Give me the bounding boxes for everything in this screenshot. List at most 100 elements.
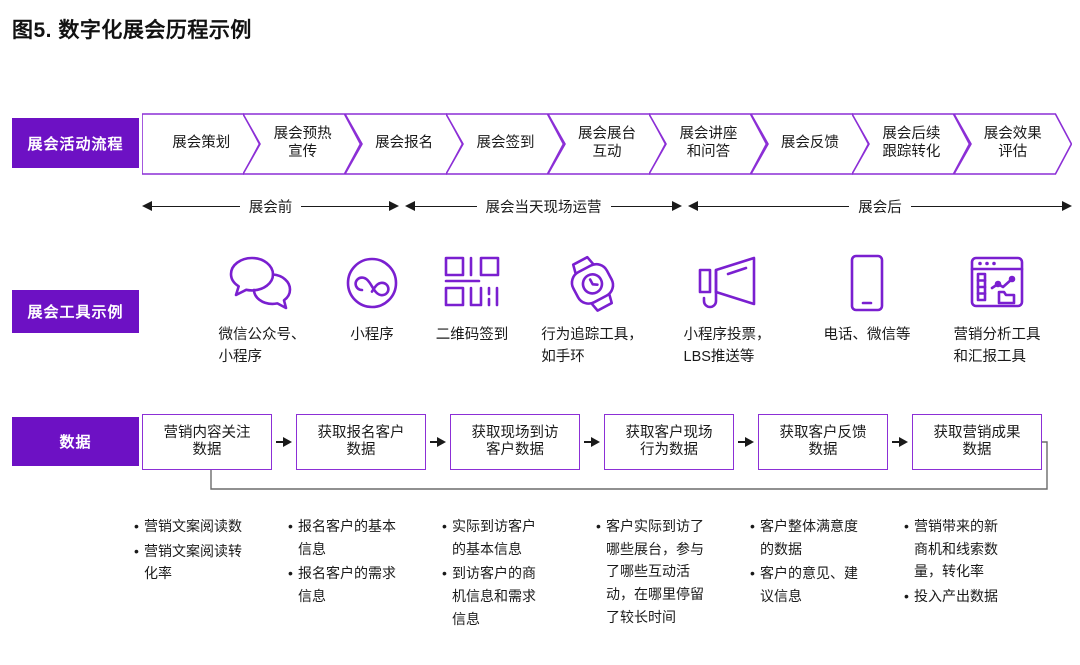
bullet-dot-icon: •: [288, 518, 293, 534]
bullet-dot-icon: •: [904, 518, 909, 534]
bullet-dot-icon: •: [134, 518, 139, 534]
bullet-item: • 到访客户的商 机信息和需求 信息: [442, 562, 594, 630]
bullet-item: • 客户实际到访了 哪些展台，参与 了哪些互动活 动，在哪里停留 了较长时间: [596, 515, 748, 628]
tool-item-7: 营销分析工具 和汇报工具: [922, 252, 1072, 369]
tool-label: 行为追踪工具， 如手环: [541, 327, 643, 366]
bullet-dot-icon: •: [750, 565, 755, 582]
bullet-item: • 客户整体满意度 的数据: [750, 515, 902, 560]
process-step-7[interactable]: 展会反馈: [750, 113, 870, 175]
bullet-text: 到访客户的商 机信息和需求 信息: [452, 565, 536, 627]
phase-line: [301, 205, 389, 207]
bullet-item: • 实际到访客户 的基本信息: [442, 515, 594, 560]
process-step-label: 展会效果 评估: [983, 126, 1042, 160]
row-label-tools: 展会工具示例: [12, 290, 139, 333]
arrow-left-icon: [405, 201, 415, 211]
bullet-dot-icon: •: [442, 518, 447, 534]
chevron-shape: [953, 113, 1072, 175]
bullet-dot-icon: •: [442, 565, 447, 582]
analytics-dashboard-icon: [922, 252, 1072, 314]
data-boxes-row: 营销内容关注 数据获取报名客户 数据获取现场到访 客户数据获取客户现场 行为数据…: [142, 414, 1072, 470]
process-step-label: 展会反馈: [780, 135, 839, 152]
arrow-left-icon: [142, 201, 152, 211]
process-step-label: 展会策划: [172, 135, 231, 152]
row-label-process: 展会活动流程: [12, 118, 139, 168]
arrow-head: [899, 437, 908, 447]
tool-item-3: 二维码签到: [397, 252, 547, 346]
bullet-text: 客户整体满意度 的数据: [760, 518, 858, 557]
page-title: 图5. 数字化展会历程示例: [12, 19, 252, 42]
bullet-column-3: • 实际到访客户 的基本信息 • 到访客户的商 机信息和需求 信息: [442, 515, 594, 632]
process-step-label: 展会预热 宣传: [273, 126, 332, 160]
bullet-item: • 报名客户的基本 信息: [288, 515, 440, 560]
arrow-line: [584, 441, 591, 443]
phase-marker-3: 展会后: [688, 193, 1072, 219]
tool-label: 小程序投票， LBS推送等: [683, 327, 771, 366]
tools-row: 微信公众号、 小程序 小程序 二维码签到 行为追踪工具， 如手环: [142, 252, 1072, 382]
bullet-column-6: • 营销带来的新 商机和线索数 量，转化率 •投入产出数据: [904, 515, 1056, 610]
chat-bubbles-icon: [187, 252, 337, 314]
bullet-text: 营销文案阅读转 化率: [144, 542, 242, 582]
bullet-dot-icon: •: [596, 518, 601, 534]
bullet-text: 实际到访客户 的基本信息: [452, 518, 536, 557]
bullet-text: 客户实际到访了 哪些展台，参与 了哪些互动活 动，在哪里停留 了较长时间: [606, 518, 704, 625]
bullet-text: 营销带来的新 商机和线索数 量，转化率: [914, 518, 998, 580]
arrow-line: [276, 441, 283, 443]
tool-label: 电话、微信等: [823, 327, 911, 343]
process-step-8[interactable]: 展会后续 跟踪转化: [852, 113, 971, 175]
arrow-head: [283, 437, 292, 447]
bullet-dot-icon: •: [750, 518, 755, 534]
tool-label: 微信公众号、 小程序: [218, 327, 306, 366]
phase-label: 展会前: [248, 199, 293, 216]
arrow-head: [745, 437, 754, 447]
bullet-item: • 营销带来的新 商机和线索数 量，转化率: [904, 515, 1056, 583]
tool-label: 营销分析工具 和汇报工具: [953, 327, 1041, 366]
data-flow-arrow-icon: [430, 436, 446, 448]
data-flow-arrow-icon: [584, 436, 600, 448]
bullet-item: • 客户的意见、建 议信息: [750, 562, 902, 607]
process-step-5[interactable]: 展会展台 互动: [547, 113, 667, 175]
megaphone-icon: [652, 252, 802, 314]
data-box-4[interactable]: 获取客户现场 行为数据: [604, 414, 734, 470]
data-box-6[interactable]: 获取营销成果 数据: [912, 414, 1042, 470]
bullet-text: 客户的意见、建 议信息: [760, 565, 858, 605]
process-step-3[interactable]: 展会报名: [344, 113, 464, 175]
arrow-right-icon: [389, 201, 399, 211]
process-step-label: 展会报名: [375, 135, 434, 152]
bullet-item: • 营销文案阅读转 化率: [134, 540, 286, 585]
phase-label: 展会后: [858, 199, 902, 216]
phase-label: 展会当天现场运营: [485, 199, 602, 216]
data-box-1[interactable]: 营销内容关注 数据: [142, 414, 272, 470]
bullet-text: 报名客户的基本 信息: [298, 518, 396, 557]
process-step-9[interactable]: 展会效果 评估: [953, 113, 1072, 175]
bullet-item: •投入产出数据: [904, 585, 1056, 608]
arrow-head: [591, 437, 600, 447]
smartwatch-icon: [517, 252, 667, 314]
data-box-5[interactable]: 获取客户反馈 数据: [758, 414, 888, 470]
phase-line: [910, 205, 1062, 207]
process-step-label: 展会讲座 和问答: [679, 126, 738, 160]
tool-item-1: 微信公众号、 小程序: [187, 252, 337, 369]
qr-code-icon: [397, 252, 547, 314]
phase-line: [698, 205, 850, 207]
arrow-line: [738, 441, 745, 443]
arrow-right-icon: [1062, 201, 1072, 211]
arrow-left-icon: [688, 201, 698, 211]
data-box-3[interactable]: 获取现场到访 客户数据: [450, 414, 580, 470]
bullet-dot-icon: •: [134, 542, 139, 559]
process-step-label: 展会签到: [476, 135, 535, 152]
process-step-4[interactable]: 展会签到: [446, 113, 565, 175]
tool-item-5: 小程序投票， LBS推送等: [652, 252, 802, 369]
row-label-data: 数据: [12, 417, 139, 466]
bullet-text: 营销文案阅读数: [144, 518, 242, 534]
phase-marker-2: 展会当天现场运营: [405, 193, 682, 219]
data-flow-arrow-icon: [738, 436, 754, 448]
data-flow-arrow-icon: [892, 436, 908, 448]
process-step-label: 展会后续 跟踪转化: [882, 126, 941, 160]
bullet-column-2: • 报名客户的基本 信息 •报名客户的需求 信息: [288, 515, 440, 610]
process-flow-row: 展会策划 展会预热 宣传 展会报名 展会签到 展会展台 互动 展会讲座 和问答 …: [142, 113, 1072, 175]
arrow-line: [892, 441, 899, 443]
data-box-2[interactable]: 获取报名客户 数据: [296, 414, 426, 470]
bullet-item: •报名客户的需求 信息: [288, 562, 440, 607]
tool-label: 小程序: [350, 327, 394, 343]
phase-marker-1: 展会前: [142, 193, 399, 219]
